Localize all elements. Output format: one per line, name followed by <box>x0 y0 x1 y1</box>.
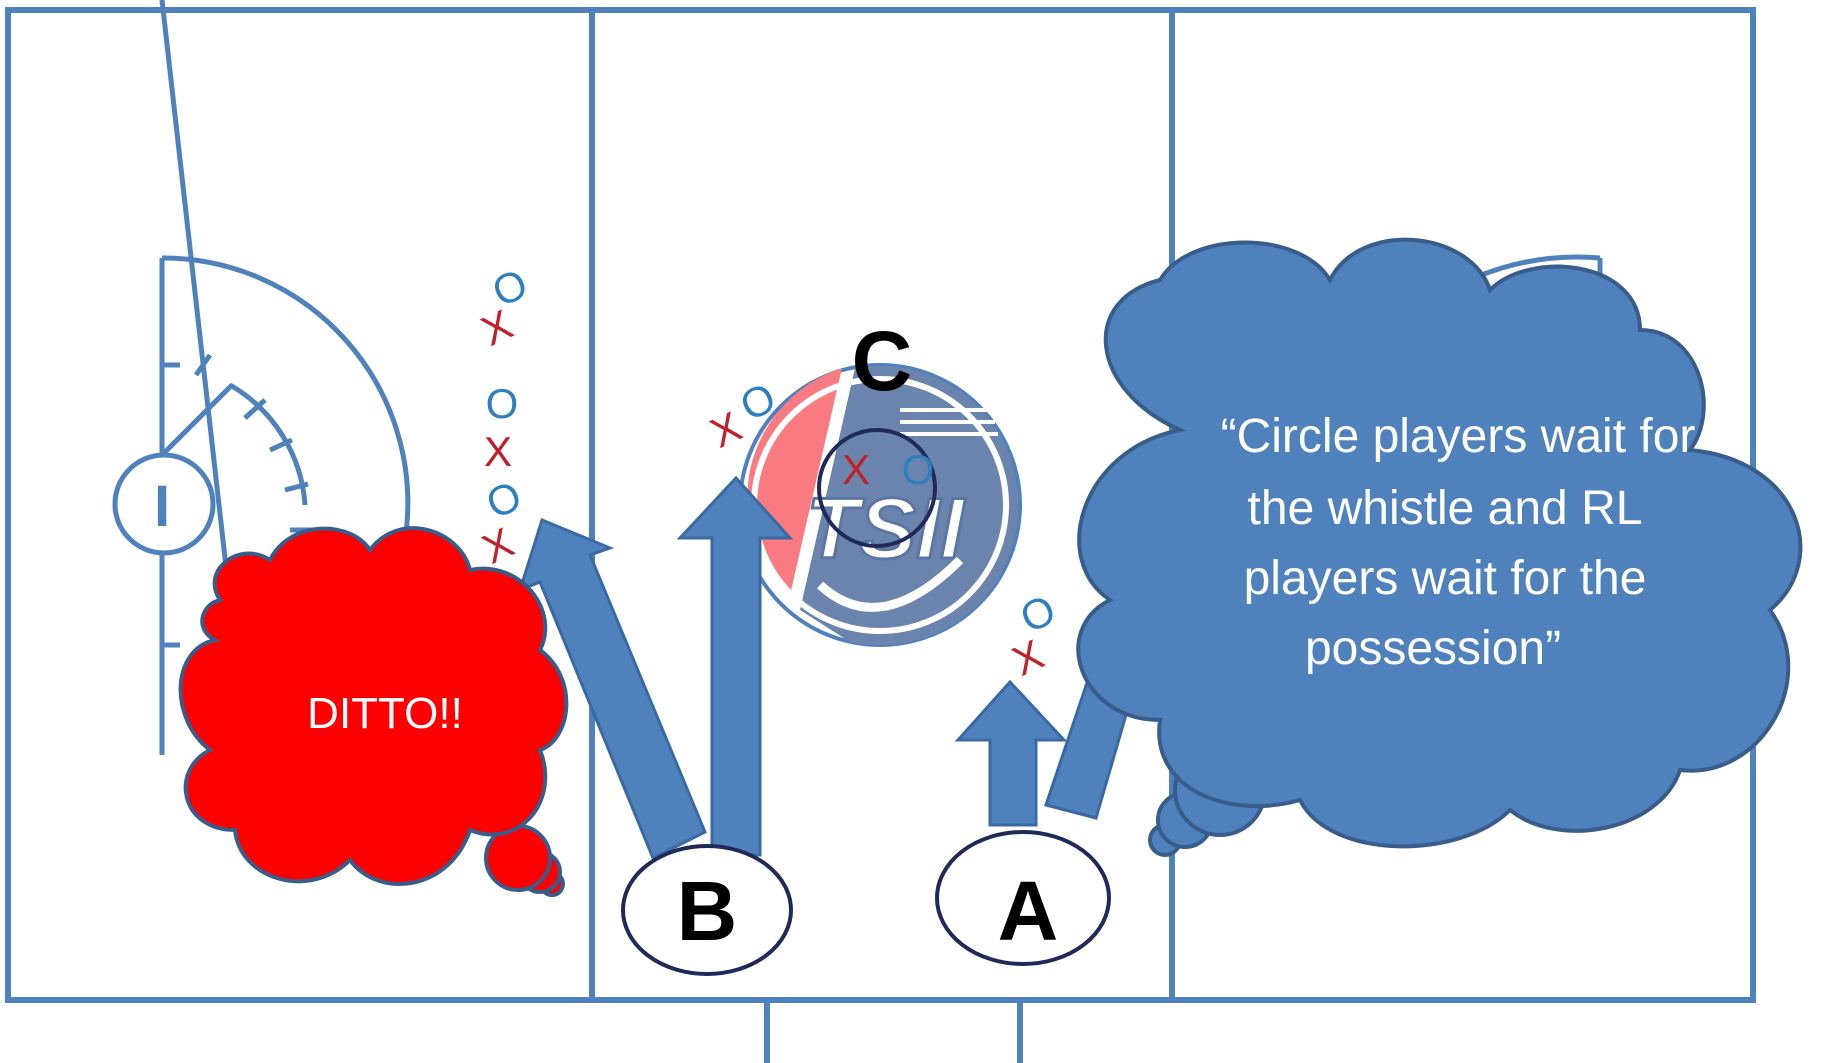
quote-line: players wait for the <box>1244 552 1647 605</box>
quote-thought-bubble <box>1076 237 1803 857</box>
quote-line: possession” <box>1305 622 1561 675</box>
position-labels: B A C <box>621 314 1111 976</box>
x-marker: X <box>484 428 512 475</box>
label-a-text: A <box>998 864 1059 958</box>
left-hash-6 <box>284 481 309 493</box>
left-hash-4 <box>243 398 267 420</box>
x-marker: X <box>1005 630 1050 684</box>
o-marker: O <box>486 380 519 427</box>
x-marker: X <box>703 402 748 456</box>
x-marker: X <box>842 446 870 493</box>
o-marker: O <box>902 446 935 493</box>
logo-text: TSII <box>806 481 966 577</box>
center-logo: TSII <box>738 363 1022 647</box>
left-goal-area <box>112 0 411 755</box>
quote-text: “Circle players wait for the whistle and… <box>1221 410 1696 675</box>
goal-label: I <box>154 474 170 539</box>
left-crease-line-bottom <box>159 0 235 621</box>
o-marker: O <box>479 471 528 527</box>
x-marker: X <box>475 518 520 572</box>
arrow-a-vertical <box>954 679 1068 827</box>
arrow-b-vertical <box>676 475 794 857</box>
left-goal-crease <box>112 452 216 556</box>
o-marker: O <box>1013 585 1062 641</box>
left-fan-outer <box>161 255 411 541</box>
left-hash-5 <box>268 437 294 453</box>
ditto-text: DITTO!! <box>307 689 463 738</box>
label-b-circle <box>621 844 793 976</box>
ditto-thought-bubble <box>178 526 569 897</box>
logo-swoosh <box>816 556 964 612</box>
cloud-body <box>1076 237 1803 849</box>
center-draw-circle <box>817 428 937 548</box>
arrow-b-diagonal <box>517 517 707 861</box>
quote-line: “Circle players wait for <box>1221 410 1696 463</box>
left-crease-line-top <box>160 383 234 457</box>
label-c-text: C <box>852 314 913 408</box>
cloud-body <box>178 526 569 886</box>
label-b-text: B <box>677 864 738 958</box>
quote-line: the whistle and RL <box>1248 482 1643 535</box>
label-a-circle <box>935 830 1111 966</box>
